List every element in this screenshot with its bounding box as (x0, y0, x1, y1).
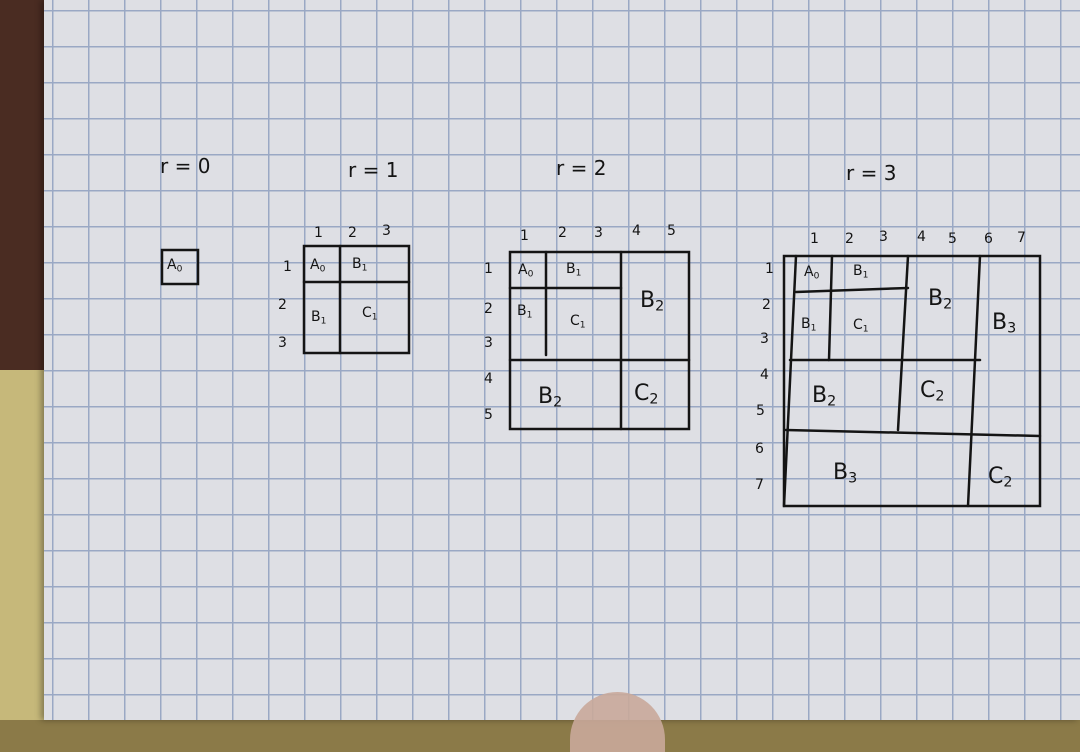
row-index: 3 (484, 335, 493, 351)
diagram-title-r1: r = 1 (348, 158, 399, 182)
col-index: 7 (1017, 230, 1026, 246)
block-b2: B2 (538, 384, 563, 411)
row-index: 3 (278, 335, 287, 351)
col-index: 3 (594, 225, 603, 241)
col-index: 3 (382, 223, 391, 239)
block-c2: C2 (988, 464, 1013, 491)
diagram-title-r2: r = 2 (556, 156, 607, 180)
block-b1: B1 (311, 309, 327, 327)
block-b1: B1 (801, 316, 817, 334)
col-index: 2 (348, 225, 357, 241)
col-index: 3 (879, 229, 888, 245)
block-c1: C1 (853, 317, 869, 335)
block-b2: B2 (928, 286, 953, 313)
col-index: 1 (520, 228, 529, 244)
col-index: 5 (948, 231, 957, 247)
col-index: 6 (984, 231, 993, 247)
col-index: 1 (810, 231, 819, 247)
col-index: 1 (314, 225, 323, 241)
block-b2: B2 (812, 383, 837, 410)
block-c1: C1 (362, 305, 378, 323)
block-b3: B3 (833, 460, 858, 487)
col-index: 4 (632, 223, 641, 239)
row-index: 6 (755, 441, 764, 457)
block-b3: B3 (992, 310, 1017, 337)
row-index: 4 (484, 371, 493, 387)
block-b1: B1 (517, 303, 533, 321)
row-index: 4 (760, 367, 769, 383)
row-index: 5 (484, 407, 493, 423)
block-b1: B1 (566, 261, 582, 279)
col-index: 5 (667, 223, 676, 239)
row-index: 5 (756, 403, 765, 419)
ink-lines (160, 244, 1042, 508)
block-b1: B1 (352, 256, 368, 274)
block-a0: A0 (167, 257, 183, 275)
block-b2: B2 (640, 288, 665, 315)
block-c2: C2 (920, 378, 945, 405)
row-index: 2 (484, 301, 493, 317)
diagram-title-r3: r = 3 (846, 161, 897, 185)
row-index: 7 (755, 477, 764, 493)
block-a0: A0 (518, 262, 534, 280)
diagram-title-r0: r = 0 (160, 154, 211, 178)
block-c1: C1 (570, 313, 586, 331)
row-index: 1 (484, 261, 493, 277)
row-index: 2 (762, 297, 771, 313)
block-c2: C2 (634, 381, 659, 408)
col-index: 2 (558, 225, 567, 241)
r3-grid-lines (782, 254, 1042, 508)
col-index: 2 (845, 231, 854, 247)
r0-block-outline (160, 248, 200, 286)
row-index: 1 (765, 261, 774, 277)
row-index: 2 (278, 297, 287, 313)
r1-grid-lines (302, 244, 411, 355)
block-a0: A0 (804, 264, 820, 282)
row-index: 1 (283, 259, 292, 275)
col-index: 4 (917, 229, 926, 245)
block-a0: A0 (310, 257, 326, 275)
r2-grid-lines (508, 250, 691, 431)
block-b1: B1 (853, 263, 869, 281)
row-index: 3 (760, 331, 769, 347)
